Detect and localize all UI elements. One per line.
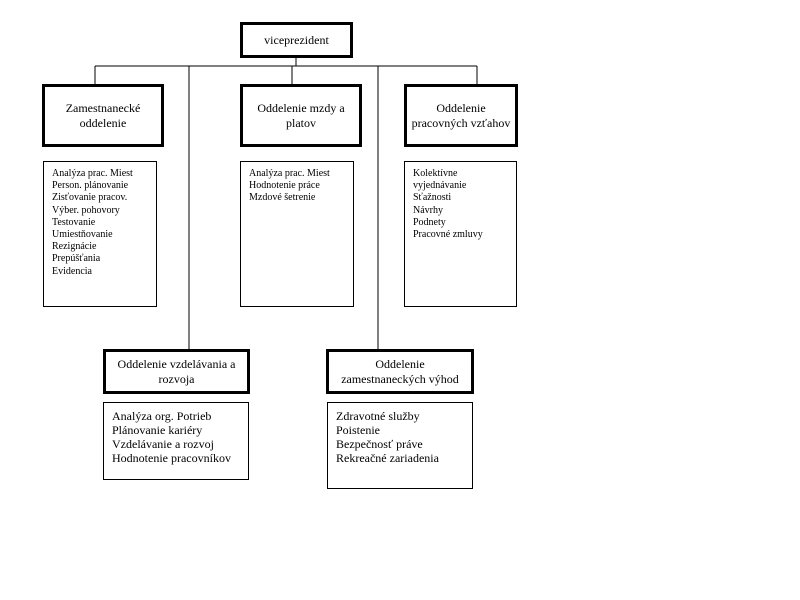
dept-box-benefits: Oddelenie zamestnaneckých výhod <box>326 349 474 394</box>
list-item: Person. plánovanie <box>52 180 129 192</box>
dept-box-labor-relations: Oddelenie pracovných vzťahov <box>404 84 518 147</box>
dept-box-wages: Oddelenie mzdy a platov <box>240 84 362 147</box>
list-item: Hodnotenie práce <box>249 180 320 192</box>
dept-box-education: Oddelenie vzdelávania a rozvoja <box>103 349 250 394</box>
dept-list-wages: Analýza prac. Miest Hodnotenie práce Mzd… <box>240 161 354 307</box>
list-item: Bezpečnosť práve <box>336 437 423 451</box>
dept-list-employee: Analýza prac. Miest Person. plánovanie Z… <box>43 161 157 307</box>
list-item: Vzdelávanie a rozvoj <box>112 437 214 451</box>
dept-box-employee: Zamestnanecké oddelenie <box>42 84 164 147</box>
list-item: Návrhy <box>413 204 443 216</box>
list-item: Podnety <box>413 216 446 228</box>
list-item: Analýza prac. Miest <box>249 168 330 179</box>
list-item: Evidencia <box>52 265 92 277</box>
list-item: Poistenie <box>336 423 380 437</box>
list-item: Rezignácie <box>52 241 97 253</box>
dept-list-labor-relations: Kolektívne vyjednávanie Sťažnosti Návrhy… <box>404 161 517 307</box>
list-item: Pracovné zmluvy <box>413 229 483 241</box>
dept-title: Zamestnanecké oddelenie <box>65 100 141 130</box>
list-item: Umiestňovanie <box>52 229 113 241</box>
list-item: Prepúšťania <box>52 253 101 265</box>
dept-title: Oddelenie pracovných vzťahov <box>411 100 511 130</box>
dept-title: Oddelenie zamestnaneckých výhod <box>341 356 459 386</box>
vicepresident-label: viceprezident <box>264 32 329 47</box>
list-item: Testovanie <box>52 216 96 228</box>
dept-title: Oddelenie mzdy a platov <box>257 100 345 130</box>
list-item: Mzdové šetrenie <box>249 192 316 204</box>
list-item: Hodnotenie pracovníkov <box>112 451 231 465</box>
dept-list-benefits: Zdravotné služby Poistenie Bezpečnosť pr… <box>327 402 473 489</box>
list-item: Zdravotné služby <box>336 409 420 423</box>
list-item: Zisťovanie pracov. <box>52 192 128 204</box>
list-item: Analýza prac. Miest <box>52 168 133 179</box>
list-item: Rekreačné zariadenia <box>336 451 439 465</box>
list-item: Výber. pohovory <box>52 204 120 216</box>
dept-title: Oddelenie vzdelávania a rozvoja <box>117 356 236 386</box>
list-item: Kolektívne vyjednávanie <box>413 168 467 192</box>
list-item: Plánovanie kariéry <box>112 423 203 437</box>
vicepresident-box: viceprezident <box>240 22 353 58</box>
list-item: Sťažnosti <box>413 192 452 204</box>
list-item: Analýza org. Potrieb <box>112 409 212 423</box>
dept-list-education: Analýza org. Potrieb Plánovanie kariéry … <box>103 402 249 480</box>
